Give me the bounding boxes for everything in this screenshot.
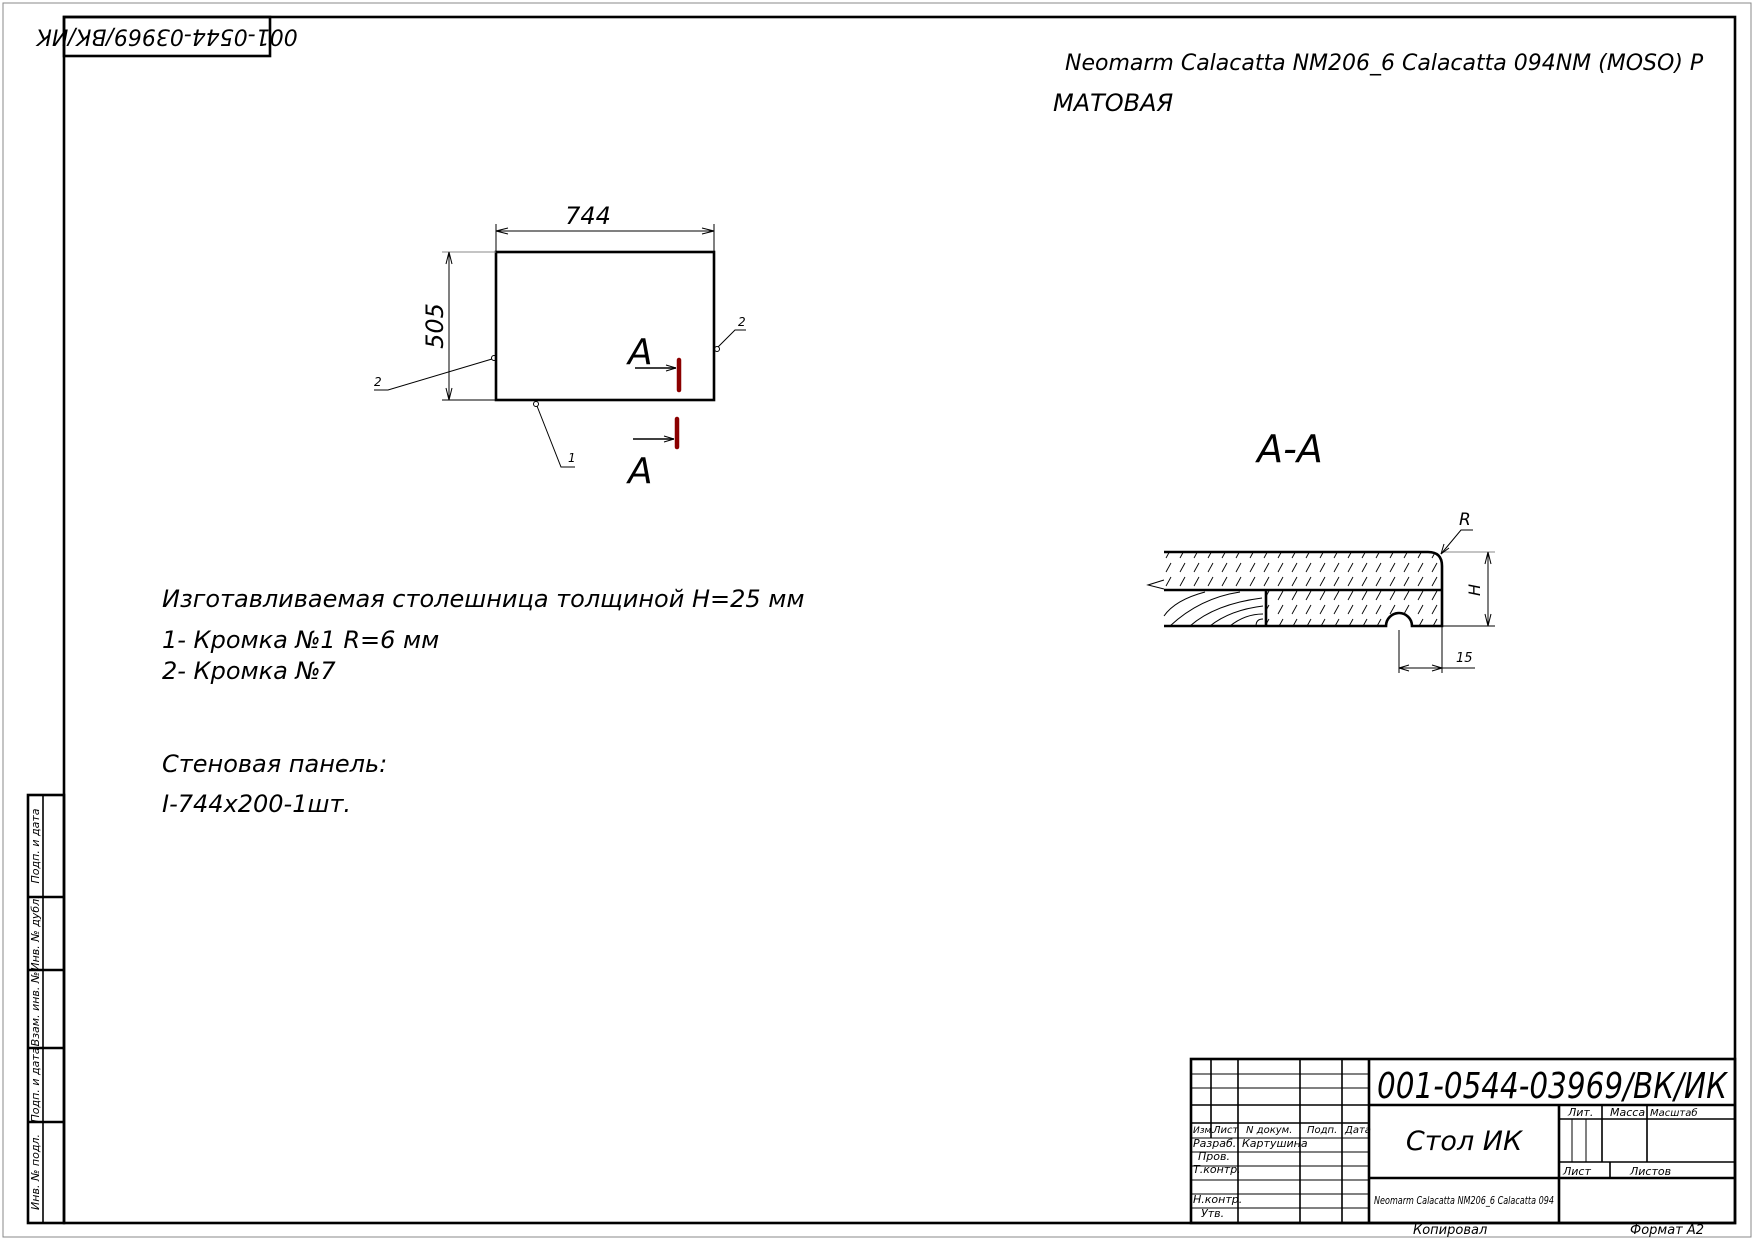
note-edge-2: 2- Кромка №7 xyxy=(162,657,336,685)
section-outline xyxy=(1164,550,1444,628)
label-lit: Лит. xyxy=(1567,1106,1593,1119)
role-ncontrol: Н.контр. xyxy=(1193,1193,1242,1206)
inner-frame xyxy=(62,15,1737,1225)
label-mass: Масса xyxy=(1610,1106,1645,1119)
plan-view: 744 505 2 2 1 A A xyxy=(374,202,746,492)
label-sheet: Лист xyxy=(1562,1165,1591,1178)
developer-name: Картушина xyxy=(1242,1137,1308,1150)
doc-number: 001-0544-03969/ВК/ИК xyxy=(1377,1066,1728,1107)
edge-label-right: 2 xyxy=(738,315,746,329)
edge-label-bottom: 1 xyxy=(568,451,576,465)
role-tcontrol: Т.контр. xyxy=(1193,1163,1241,1176)
side-label: Подп. и дата xyxy=(29,808,42,883)
title-block: Изм. Лист N докум. Подп. Дата Разраб. Ка… xyxy=(1189,1057,1737,1225)
product-name: Стол ИК xyxy=(1406,1126,1524,1157)
tb-material: Neomarm Calacatta NM206_6 Calacatta 094 xyxy=(1374,1194,1554,1207)
edge-label-left: 2 xyxy=(374,375,382,389)
notes: Изготавливаемая столешница толщиной H=25… xyxy=(162,585,805,818)
format-label: Формат А2 xyxy=(1630,1223,1704,1238)
width-dimension: 744 xyxy=(565,202,611,230)
header-sign: Подп. xyxy=(1307,1125,1337,1136)
panel-spec: I-744x200-1шт. xyxy=(162,790,351,818)
side-label: Инв. № дубл. xyxy=(29,895,42,970)
role-approved: Утв. xyxy=(1201,1207,1224,1220)
radius-label: R xyxy=(1459,510,1471,530)
side-label: Подп. и дата xyxy=(29,1047,42,1122)
side-label: Взам. инв. № xyxy=(29,972,42,1047)
header-doc: N докум. xyxy=(1246,1125,1292,1136)
break-symbol xyxy=(1146,579,1165,590)
panel-heading: Стеновая панель: xyxy=(162,750,387,778)
height-label: H xyxy=(1465,584,1484,596)
note-thickness: Изготавливаемая столешница толщиной H=25… xyxy=(162,585,805,613)
section-letter-bottom: A xyxy=(626,451,653,492)
section-title: А-А xyxy=(1254,427,1323,471)
top-left-stamp: 001-0544-03969/ВК/ИК xyxy=(35,15,298,58)
section-view: H 15 R xyxy=(1146,510,1495,673)
label-sheets: Листов xyxy=(1629,1165,1671,1178)
note-edge-1: 1- Кромка №1 R=6 мм xyxy=(162,626,439,654)
groove-offset-dim: 15 xyxy=(1456,651,1473,666)
header-list: Лист xyxy=(1212,1125,1240,1136)
depth-dimension: 505 xyxy=(421,303,449,349)
side-label: Инв. № подл. xyxy=(29,1134,42,1210)
copied-label: Копировал xyxy=(1413,1223,1487,1238)
finish-title: МАТОВАЯ xyxy=(1053,89,1174,117)
header-izm: Изм. xyxy=(1193,1126,1214,1136)
label-scale: Масштаб xyxy=(1650,1107,1698,1119)
role-checker: Пров. xyxy=(1198,1150,1230,1163)
section-letter-top: A xyxy=(626,332,653,373)
header-date: Дата xyxy=(1344,1125,1371,1136)
countertop-outline xyxy=(494,250,716,402)
role-developer: Разраб. xyxy=(1193,1137,1236,1150)
material-title: Neomarm Calacatta NM206_6 Calacatta 094N… xyxy=(1065,51,1704,76)
side-column: Подп. и дата Инв. № дубл. Взам. инв. № П… xyxy=(26,793,66,1225)
wood-grain xyxy=(1163,591,1264,627)
stamp-text: 001-0544-03969/ВК/ИК xyxy=(35,24,298,49)
